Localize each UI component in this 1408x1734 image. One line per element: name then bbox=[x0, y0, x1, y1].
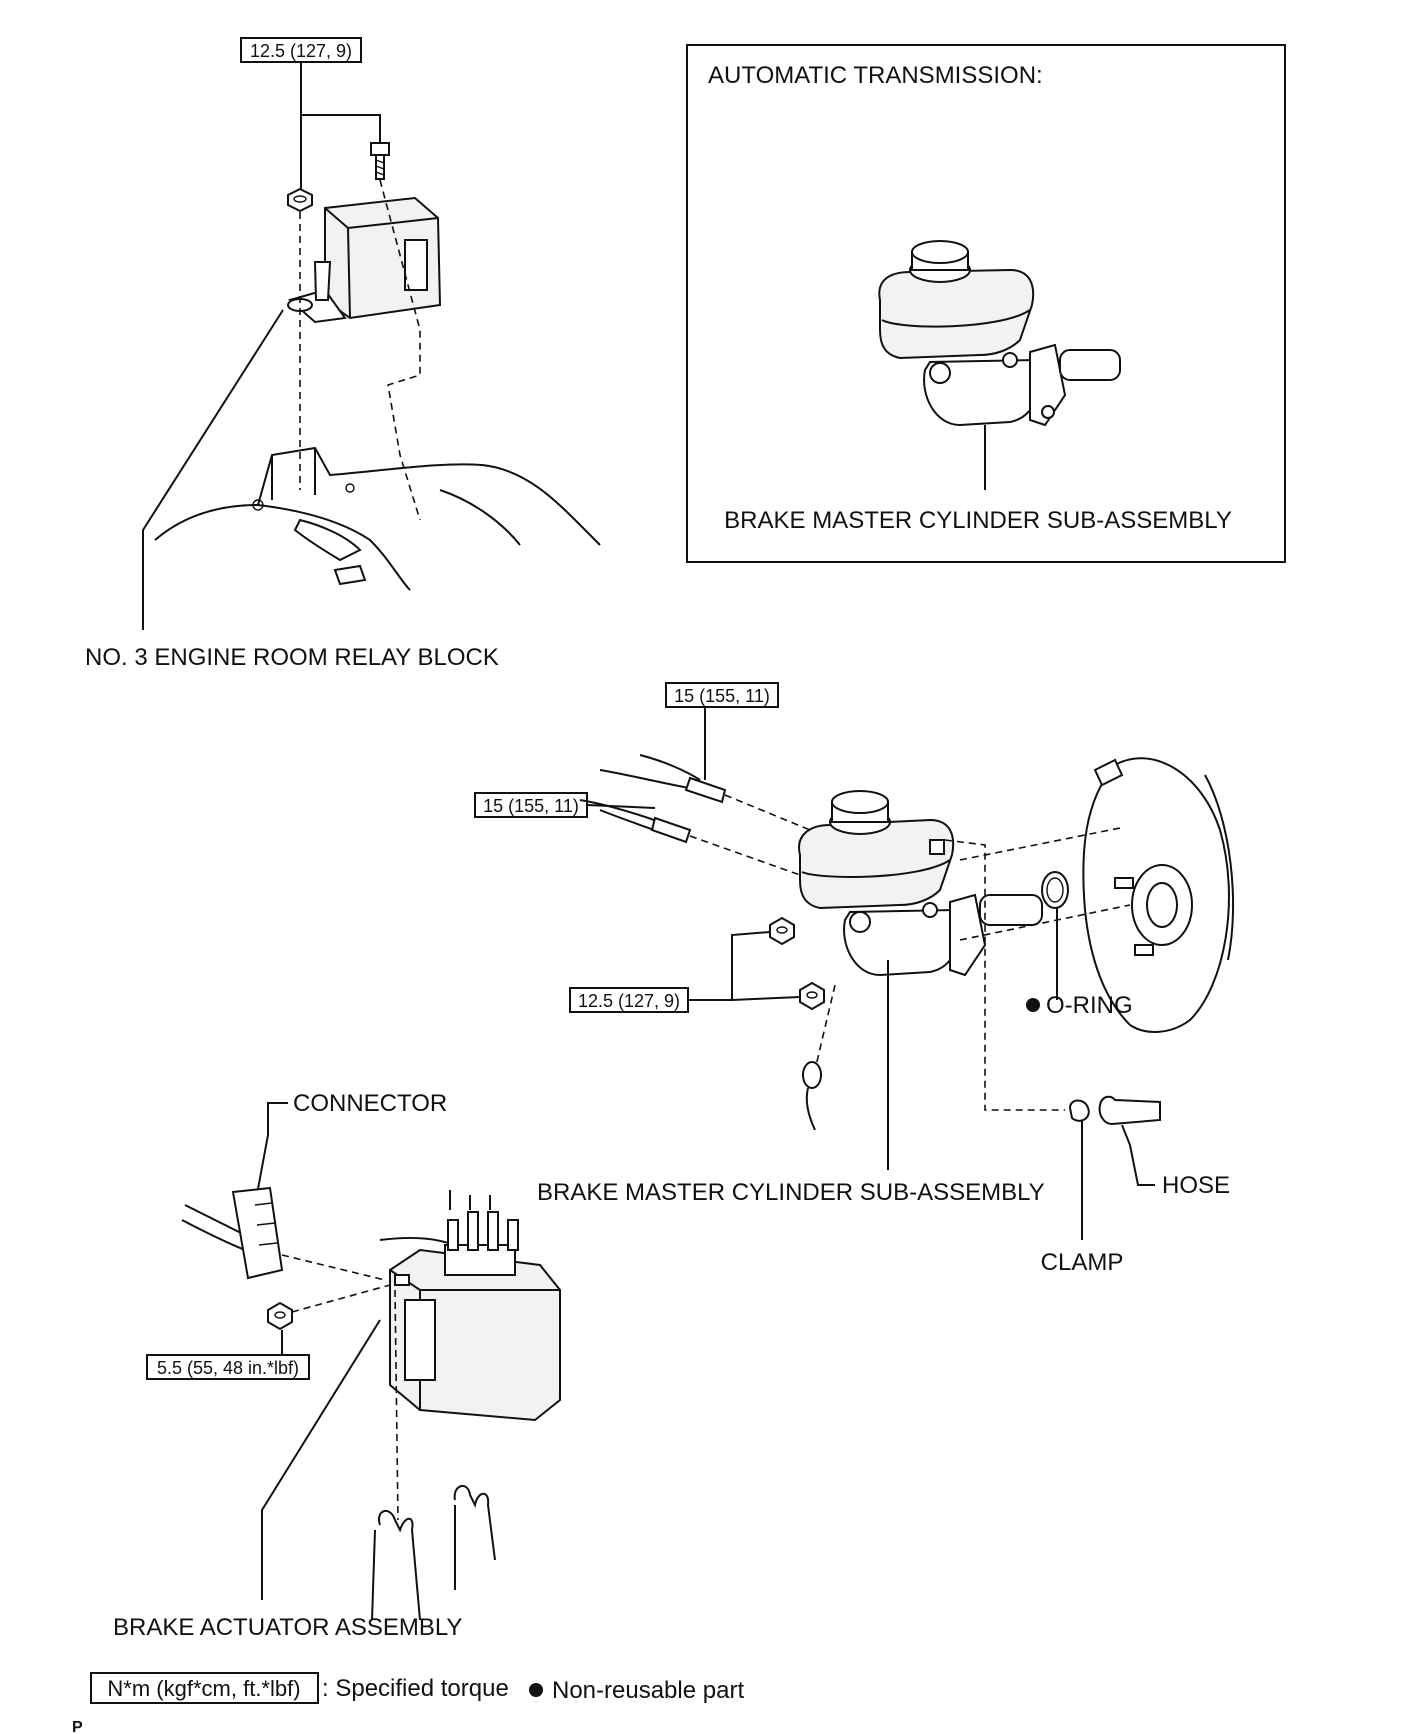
line-upper-dashed bbox=[724, 794, 811, 831]
mc-nut-torque-box bbox=[569, 987, 689, 1013]
line-lower-torque-label: 15 (155, 11) bbox=[483, 796, 579, 816]
relay-bolt-icon bbox=[370, 142, 390, 180]
inset-master-cylinder-icon bbox=[878, 240, 1121, 427]
line-lower-torque-leader bbox=[586, 804, 656, 809]
hose-label: HOSE bbox=[1162, 1172, 1230, 1199]
o-ring-label: O-RING bbox=[1046, 992, 1133, 1019]
mc-nut-torque-label: 12.5 (127, 9) bbox=[578, 991, 680, 1011]
line-upper-torque-box bbox=[665, 682, 779, 708]
legend-non-reusable-dot-icon bbox=[529, 1683, 543, 1697]
clamp-label: CLAMP bbox=[1041, 1249, 1124, 1276]
actuator-nut-dashed bbox=[291, 1284, 391, 1313]
relay-block-icon bbox=[287, 196, 442, 324]
legend-torque-unit: N*m (kgf*cm, ft.*lbf) bbox=[107, 1676, 300, 1701]
brake-line-icon bbox=[579, 754, 727, 844]
fluid-level-sensor-connector-icon bbox=[802, 1061, 822, 1131]
actuator-bracket-dashed bbox=[394, 1289, 399, 1521]
brake-actuator-label: BRAKE ACTUATOR ASSEMBLY bbox=[113, 1614, 462, 1641]
actuator-label-leader bbox=[261, 1319, 381, 1600]
connector-leader bbox=[254, 1102, 288, 1206]
mc-nut-upper-icon bbox=[769, 916, 795, 946]
mc-nut-lower-icon bbox=[799, 981, 825, 1011]
connector-dashed bbox=[281, 1254, 386, 1281]
legend-torque-text: : Specified torque bbox=[322, 1675, 509, 1702]
connector-icon bbox=[181, 1186, 284, 1280]
booster-upper-dashed bbox=[959, 827, 1121, 861]
automatic-transmission-inset: AUTOMATIC TRANSMISSION: BRAKE MASTER CYL… bbox=[686, 44, 1286, 563]
master-cylinder-group: 15 (155, 11) 15 (155, 11) bbox=[474, 682, 1235, 1276]
relay-bolt-dashed-line bbox=[379, 179, 421, 521]
actuator-nut-icon bbox=[267, 1301, 293, 1331]
brake-actuator-icon bbox=[379, 1190, 561, 1422]
hose-dashed bbox=[944, 839, 1065, 1111]
legend: N*m (kgf*cm, ft.*lbf) : Specified torque… bbox=[72, 1672, 744, 1734]
relay-nut-icon bbox=[287, 187, 313, 213]
relay-block-label: NO. 3 ENGINE ROOM RELAY BLOCK bbox=[85, 644, 499, 671]
mc-nut-torque-leader bbox=[688, 931, 771, 1001]
footer-code: P bbox=[72, 1719, 83, 1734]
vehicle-body-panel-icon bbox=[154, 446, 601, 591]
line-upper-torque-label: 15 (155, 11) bbox=[674, 686, 770, 706]
mc-nut-torque-leader-branch bbox=[731, 996, 801, 1001]
booster-lower-dashed bbox=[959, 904, 1131, 941]
connector-label: CONNECTOR bbox=[293, 1090, 447, 1117]
sensor-dashed bbox=[814, 984, 836, 1071]
actuator-torque-label: 5.5 (55, 48 in.*lbf) bbox=[157, 1358, 299, 1378]
relay-torque-label: 12.5 (127, 9) bbox=[250, 41, 352, 61]
legend-torque-box bbox=[90, 1672, 319, 1704]
line-lower-dashed bbox=[689, 835, 801, 876]
non-reusable-dot-icon bbox=[1026, 998, 1040, 1012]
clamp-icon bbox=[1068, 1099, 1090, 1122]
relay-block-group: 12.5 (127, 9) bbox=[85, 37, 601, 671]
master-cylinder-label: BRAKE MASTER CYLINDER SUB-ASSEMBLY bbox=[537, 1179, 1045, 1206]
hose-leader bbox=[1121, 1124, 1155, 1186]
legend-nonreusable-text: Non-reusable part bbox=[552, 1677, 744, 1704]
actuator-bracket-icon bbox=[371, 1485, 496, 1621]
brake-actuator-group: CONNECTOR 5.5 (55, 48 in.*lbf) bbox=[113, 1090, 561, 1641]
brake-booster-icon bbox=[1082, 757, 1235, 1033]
master-cylinder-icon bbox=[798, 790, 1043, 977]
inset-part-label: BRAKE MASTER CYLINDER SUB-ASSEMBLY bbox=[724, 507, 1232, 534]
relay-torque-leader-branch bbox=[301, 114, 381, 145]
relay-label-leader bbox=[142, 309, 284, 630]
inset-title: AUTOMATIC TRANSMISSION: bbox=[708, 62, 1043, 89]
hose-icon bbox=[1098, 1095, 1161, 1126]
o-ring-icon bbox=[1041, 871, 1069, 909]
actuator-torque-box bbox=[146, 1354, 310, 1380]
